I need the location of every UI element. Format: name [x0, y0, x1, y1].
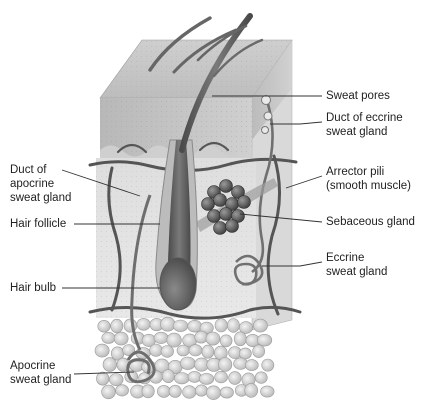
sebaceous-lobule — [220, 180, 233, 193]
fat-lobule — [253, 345, 265, 358]
label-apocrine-line1: Apocrine — [10, 360, 55, 373]
fat-lobule — [215, 371, 228, 383]
fat-lobule — [102, 385, 116, 399]
sebaceous-lobule — [220, 208, 233, 221]
fat-lobule — [206, 332, 220, 345]
fat-lobule — [215, 319, 227, 332]
fat-lobule — [189, 345, 202, 356]
fat-lobule — [261, 386, 275, 397]
label-arrector-pili-line1: Arrector pili — [326, 166, 384, 179]
label-sebaceous-gland: Sebaceous gland — [326, 216, 415, 229]
sebaceous-lobule — [226, 220, 239, 233]
fat-lobule — [114, 332, 128, 345]
fat-lobule — [199, 373, 214, 384]
fat-lobule — [245, 383, 258, 397]
label-duct-apocrine-line3: sweat gland — [10, 192, 71, 205]
sebaceous-lobule — [238, 196, 251, 209]
fat-lobule — [111, 319, 123, 333]
label-hair-bulb: Hair bulb — [10, 282, 56, 295]
sebaceous-lobule — [202, 198, 215, 211]
label-duct-eccrine-line2: sweat gland — [326, 126, 387, 139]
fat-lobule — [103, 358, 117, 372]
fat-lobule — [220, 335, 232, 347]
label-duct-apocrine-line2: apocrine — [10, 178, 54, 191]
fat-lobule — [161, 346, 174, 358]
fat-lobule — [220, 387, 233, 398]
fat-lobule — [253, 319, 267, 332]
fat-lobule — [167, 333, 182, 347]
fat-lobule — [177, 345, 189, 356]
fat-lobule — [255, 372, 267, 384]
label-duct-apocrine-line1: Duct of — [10, 164, 46, 177]
fat-lobule — [174, 373, 189, 384]
label-hair-follicle: Hair follicle — [10, 218, 66, 231]
fat-lobule — [202, 345, 214, 358]
fat-lobule — [257, 334, 272, 346]
label-duct-eccrine-line1: Duct of eccrine — [326, 112, 403, 125]
fat-lobule — [227, 319, 239, 333]
fat-lobule — [188, 320, 202, 332]
fat-lobule — [183, 386, 197, 399]
sebaceous-lobule — [214, 194, 227, 207]
label-eccrine-line1: Eccrine — [326, 252, 364, 265]
label-sweat-pores: Sweat pores — [326, 90, 390, 103]
fat-lobule — [180, 357, 195, 370]
fat-lobule — [109, 374, 123, 386]
fat-lobule — [262, 359, 274, 371]
label-arrector-pili-line2: (smooth muscle) — [326, 180, 411, 193]
fat-lobule — [162, 370, 174, 383]
fat-lobule — [195, 385, 207, 396]
fat-lobule — [206, 386, 220, 400]
fat-lobule — [142, 385, 154, 398]
label-eccrine-line2: sweat gland — [326, 266, 387, 279]
fat-lobule — [102, 332, 115, 343]
label-apocrine-line2: sweat gland — [10, 374, 71, 387]
fat-lobule — [96, 372, 109, 385]
fat-lobule — [229, 372, 242, 385]
fat-lobule — [150, 344, 163, 356]
sebaceous-lobule — [208, 210, 221, 223]
fat-lobule — [169, 385, 181, 397]
fat-lobule — [234, 332, 246, 346]
fat-lobule — [137, 318, 150, 330]
fat-lobule — [154, 332, 168, 343]
fat-lobule — [195, 331, 208, 343]
sebaceous-lobule — [214, 222, 227, 235]
fat-lobule — [188, 371, 201, 382]
hypodermis-fat-layer — [95, 317, 274, 399]
fat-lobule — [116, 385, 129, 396]
fat-lobule — [173, 320, 188, 332]
fat-lobule — [160, 317, 175, 331]
fat-lobule — [95, 344, 109, 357]
fat-lobule — [98, 320, 110, 332]
fat-lobule — [245, 360, 258, 371]
fat-lobule — [157, 385, 170, 397]
fat-lobule — [219, 358, 232, 372]
fat-lobule — [239, 348, 251, 359]
